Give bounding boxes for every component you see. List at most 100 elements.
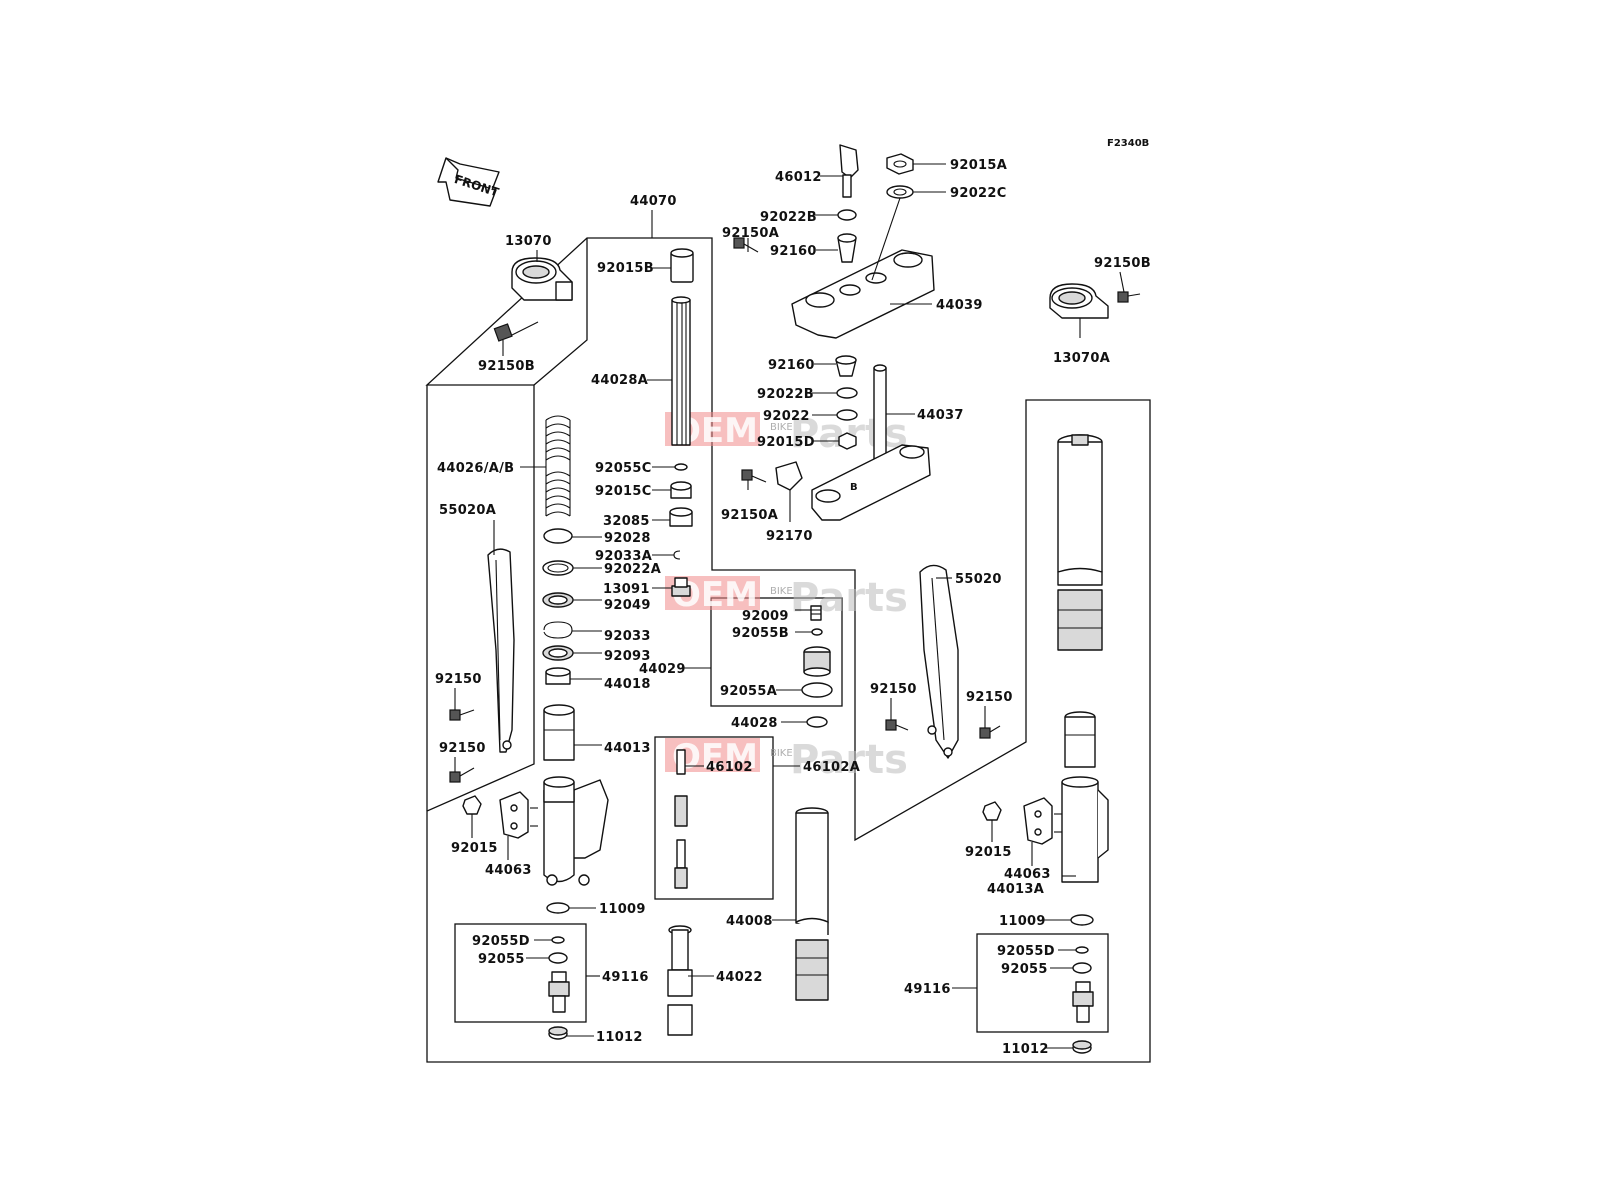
- handlebar-clamp-13070: [511, 257, 573, 301]
- bolt-92150A-top: [733, 237, 759, 253]
- label-46102A: 46102A: [803, 760, 860, 775]
- label-11012-right: 11012: [1002, 1042, 1049, 1057]
- label-46012: 46012: [775, 170, 822, 185]
- label-13091: 13091: [603, 582, 650, 597]
- label-92022C: 92022C: [950, 186, 1007, 201]
- label-92055A: 92055A: [720, 684, 777, 699]
- label-92055-left: 92055: [478, 952, 525, 967]
- svg-text:B: B: [850, 482, 858, 493]
- label-44018: 44018: [604, 677, 651, 692]
- label-92150-left-2: 92150: [439, 741, 486, 756]
- axle-clamp-44063-left: [499, 791, 538, 839]
- fork-tube-right-upper: [1057, 434, 1103, 651]
- label-92150-right-2: 92150: [966, 690, 1013, 705]
- washer-92022B-top: [837, 209, 857, 221]
- screw-92009: [810, 605, 822, 621]
- piece-32085: [669, 507, 693, 527]
- inner-tube-44008: [795, 807, 829, 1001]
- valve-49116-right: [1072, 981, 1094, 1023]
- label-44013A: 44013A: [987, 882, 1044, 897]
- svg-text:BIKE: BIKE: [770, 422, 793, 433]
- oring-92055B: [811, 628, 823, 636]
- label-92055C: 92055C: [595, 461, 652, 476]
- steering-stem-44037: B: [811, 364, 931, 521]
- label-92015C: 92015C: [595, 484, 652, 499]
- label-92150A-top: 92150A: [722, 226, 779, 241]
- svg-text:OEM: OEM: [672, 737, 758, 777]
- nut-11012-right: [1072, 1040, 1092, 1054]
- label-49116-left: 49116: [602, 970, 649, 985]
- handlebar-clamp-13070A: [1049, 283, 1109, 319]
- nut-92015A: [886, 153, 914, 175]
- fork-guard-55020A: [487, 548, 515, 753]
- box-49116-right: [976, 933, 1109, 1033]
- oring-92055-right: [1072, 962, 1092, 974]
- label-92022B-mid: 92022B: [757, 387, 814, 402]
- bushing-92160-mid: [835, 355, 857, 377]
- label-92009: 92009: [742, 609, 789, 624]
- label-92022: 92022: [763, 409, 810, 424]
- valve-49116-left: [548, 971, 570, 1013]
- washer-92022C: [886, 185, 914, 199]
- bolt-92150A-mid: [741, 469, 767, 483]
- cylinder-44022: [667, 925, 693, 1036]
- label-92055D-left: 92055D: [472, 934, 530, 949]
- label-55020A: 55020A: [439, 503, 496, 518]
- box-46102A: [654, 736, 774, 900]
- bolt-92150-right-1: [885, 719, 909, 731]
- outer-tube-44013: [543, 704, 609, 886]
- label-44070: 44070: [630, 194, 677, 209]
- oring-92055A: [801, 682, 833, 698]
- label-92055B: 92055B: [732, 626, 789, 641]
- label-11009-left: 11009: [599, 902, 646, 917]
- label-55020: 55020: [955, 572, 1002, 587]
- cap-bolt-44029: [803, 646, 831, 677]
- fork-guard-55020: [919, 564, 959, 759]
- washer-92022: [836, 409, 858, 421]
- bolt-92150-left-2: [449, 767, 475, 783]
- figure-code: F2340B: [1107, 138, 1149, 149]
- label-92150-left-1: 92150: [435, 672, 482, 687]
- label-92015D: 92015D: [757, 435, 815, 450]
- label-44039: 44039: [936, 298, 983, 313]
- label-92033A: 92033A: [595, 549, 652, 564]
- label-44022: 44022: [716, 970, 763, 985]
- washer-11009-left: [546, 902, 570, 914]
- box-49116-left: [454, 923, 587, 1023]
- label-92150-right-1: 92150: [870, 682, 917, 697]
- svg-text:BIKE: BIKE: [770, 748, 793, 759]
- label-11012-left: 11012: [596, 1030, 643, 1045]
- label-44028A: 44028A: [591, 373, 648, 388]
- bushing-92160-top: [837, 233, 857, 263]
- oring-92055C: [674, 463, 688, 471]
- nut-11012-left: [548, 1026, 568, 1040]
- upper-triple-clamp-44039: [791, 249, 935, 339]
- guide-92028: [543, 528, 573, 544]
- label-92033: 92033: [604, 629, 651, 644]
- oring-92055-left: [548, 952, 568, 964]
- bushing-44018: [545, 667, 571, 685]
- svg-text:Parts: Parts: [790, 737, 908, 783]
- label-32085: 32085: [603, 514, 650, 529]
- leader-lines: [454, 163, 1125, 1049]
- part-labels: 13070 92150B 44070 92015B 44028A 44026/A…: [435, 158, 1151, 1057]
- label-11009-right: 11009: [999, 914, 1046, 929]
- label-92093: 92093: [604, 649, 651, 664]
- label-44008: 44008: [726, 914, 773, 929]
- svg-text:Parts: Parts: [790, 575, 908, 621]
- label-92160-top: 92160: [770, 244, 817, 259]
- nut-92015-right: [982, 801, 1002, 821]
- label-92150B-right: 92150B: [1094, 256, 1151, 271]
- washer-92022B-mid: [836, 387, 858, 399]
- bolt-92150-left-1: [449, 709, 475, 721]
- bolt-92150B-right: [1117, 291, 1141, 303]
- label-92150B-left: 92150B: [478, 359, 535, 374]
- label-92150A-mid: 92150A: [721, 508, 778, 523]
- bolt-92150B-left: [493, 321, 539, 342]
- outer-tube-44013A: [1061, 711, 1109, 883]
- watermark: OEM BIKE Parts: [665, 737, 908, 783]
- oring-92055D-left: [551, 936, 565, 944]
- label-92160-mid: 92160: [768, 358, 815, 373]
- bolt-92150-right-2: [979, 725, 1001, 739]
